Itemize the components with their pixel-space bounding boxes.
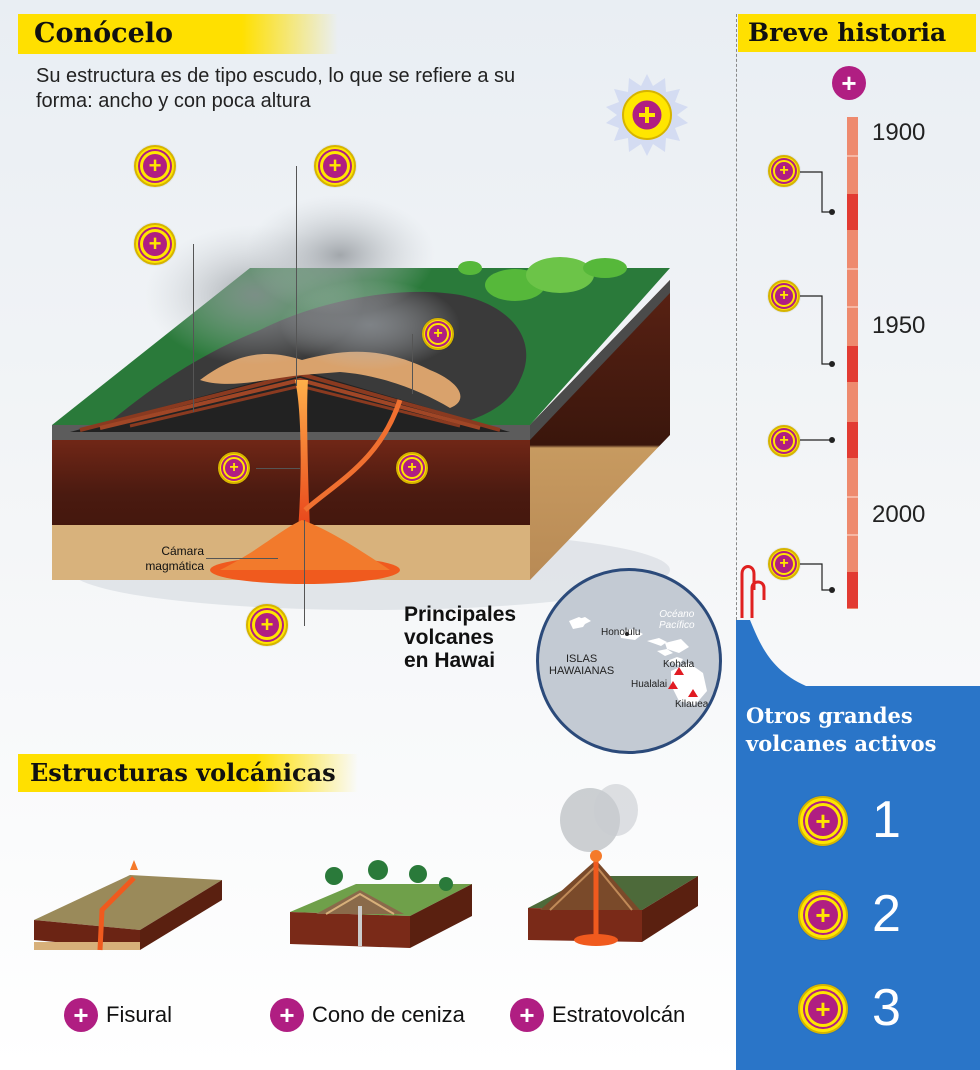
section-title-history: Breve historia [738,14,976,52]
plus-icon: + [773,285,795,307]
plus-icon[interactable]: + [832,66,866,100]
islands-label: ISLAS HAWAIANAS [549,653,614,677]
volcano-marker-icon [688,689,698,697]
info-plus-badge[interactable]: + [134,223,176,265]
year-label-1950: 1950 [872,312,926,339]
volcano-marker-icon [674,667,684,675]
chamber-label-line1: Cámara [161,544,204,558]
timeline-tick [847,155,858,157]
hawaii-map: Océano Pacífico Honolulu ISLAS HAWAIANAS… [536,568,722,754]
plus-icon: + [805,897,841,933]
shield-volcano-diagram [52,195,670,610]
plus-icon: + [773,553,795,575]
callout-line [296,166,297,386]
info-plus-badge[interactable]: + [314,145,356,187]
timeline-plus-badge[interactable]: + [768,155,800,187]
timeline-tick [847,306,858,308]
plus-icon: + [140,151,170,181]
section-title-structures: Estructuras volcánicas [18,754,358,792]
plus-icon: + [401,457,423,479]
volcano-number-2: 2 [872,885,901,943]
volcano-marker-icon [668,681,678,689]
timeline-highlight [847,194,858,230]
plus-icon[interactable]: + [270,998,304,1032]
info-plus-badge[interactable]: + [422,318,454,350]
other-volcanoes-title-line2: volcanes activos [746,731,937,756]
callout-line [304,520,305,626]
year-label-1900: 1900 [872,119,926,146]
year-label-2000: 2000 [872,501,926,528]
plus-icon: + [223,457,245,479]
volcano-label-kilauea: Kilauea [675,699,709,710]
chamber-callout-line [206,558,278,559]
volcano-plus-badge-3[interactable]: + [798,984,848,1034]
ocean-label-line1: Océano [659,609,695,620]
plus-icon: + [773,160,795,182]
structure-label-fisural: Fisural [106,1002,173,1027]
divider-line [736,14,737,630]
map-title-line2: volcanes [404,626,494,649]
plus-icon: + [427,323,449,345]
timeline-highlight [847,422,858,458]
callout-line [412,334,413,394]
ocean-label: Océano Pacífico [659,609,695,631]
panel-wave-shape [736,620,980,690]
plus-icon: + [805,803,841,839]
timeline-connectors [800,171,835,593]
timeline-tick [847,496,858,498]
volcano-markers [668,667,698,697]
structure-label-stratovolcano: Estratovolcán [552,1002,686,1027]
plus-icon: + [320,151,350,181]
lava-drip-icon [740,565,766,618]
volcano-number-3: 3 [872,979,901,1037]
plus-icon: + [252,610,282,640]
timeline-plus-badge[interactable]: + [768,280,800,312]
volcano-number-1: 1 [872,791,901,849]
plus-icon[interactable]: + [510,998,544,1032]
timeline-plus-badge[interactable]: + [768,548,800,580]
other-volcanoes-title-line1: Otros grandes [746,703,913,728]
map-title-line3: en Hawai [404,649,496,672]
info-plus-badge[interactable]: + [396,452,428,484]
cinder-cone-diagram [290,860,472,948]
intro-text: Su estructura es de tipo escudo, lo que … [36,65,516,112]
plus-icon: + [140,229,170,259]
info-plus-badge[interactable]: + [218,452,250,484]
volcano-plus-badge-1[interactable]: + [798,796,848,846]
plus-icon: + [805,991,841,1027]
stratovolcano-diagram [528,784,698,946]
volcano-label-kohala: Kohala [663,659,695,670]
fisural-diagram [34,860,222,951]
other-volcanoes-panel [736,686,980,1070]
other-volcanoes-title: Otros grandes volcanes activos [746,702,966,758]
section-title-conocelo: Conócelo [18,14,338,54]
callout-line [193,244,194,412]
timeline-plus-badge[interactable]: + [768,425,800,457]
map-title-line1: Principales [404,603,517,626]
timeline-tick [847,268,858,270]
callout-line [256,468,300,469]
chamber-label: Cámara magmática [134,544,204,574]
timeline-highlight [847,572,858,608]
plus-icon: + [773,430,795,452]
volcano-label-hualalai: Hualalai [631,679,668,690]
timeline-highlight [847,346,858,382]
islands-label-line1: ISLAS [566,653,598,665]
timeline-tick [847,534,858,536]
info-plus-badge[interactable]: + [246,604,288,646]
ocean-label-line2: Pacífico [659,620,695,631]
islands-label-line2: HAWAIANAS [549,665,615,677]
chamber-label-line2: magmática [145,559,204,573]
info-plus-badge[interactable]: + [134,145,176,187]
map-title: Principales volcanes en Hawai [404,603,516,672]
city-label-honolulu: Honolulu [601,627,641,638]
structure-label-cinder-cone: Cono de ceniza [312,1002,465,1027]
volcano-plus-badge-2[interactable]: + [798,890,848,940]
plus-icon[interactable]: + [64,998,98,1032]
sun-badge-icon[interactable] [604,72,690,158]
